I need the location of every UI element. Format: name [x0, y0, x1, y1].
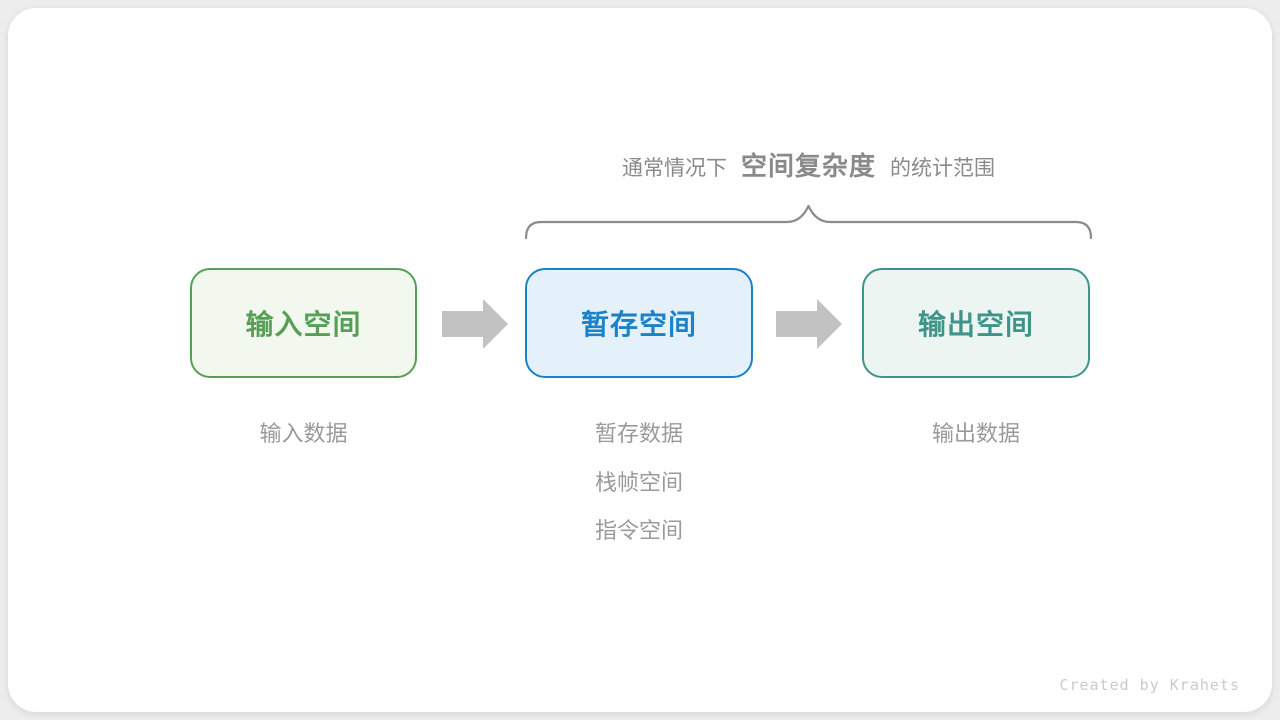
right-arrow-icon — [776, 299, 842, 349]
input-space-sublabels: 输入数据 — [190, 410, 417, 459]
annotation-prefix: 通常情况下 — [621, 157, 727, 180]
sub-label: 暂存数据 — [594, 421, 683, 446]
right-arrow-shape — [442, 299, 508, 349]
annotation-highlight: 空间复杂度 — [740, 151, 876, 181]
sub-label: 指令空间 — [594, 518, 683, 543]
temporary-space-sublabels: 暂存数据 栈帧空间 指令空间 — [525, 410, 753, 556]
curly-brace-icon — [525, 204, 1092, 240]
input-space-label: 输入空间 — [245, 309, 362, 340]
input-space-box: 输入空间 — [190, 268, 417, 378]
sub-label: 输出数据 — [931, 421, 1020, 446]
sub-label: 栈帧空间 — [594, 469, 683, 495]
output-space-sublabels: 输出数据 — [862, 410, 1090, 459]
curly-brace-path — [525, 204, 1092, 240]
temporary-space-box: 暂存空间 — [525, 268, 753, 378]
output-space-label: 输出空间 — [917, 309, 1034, 340]
credit-text: Created by Krahets — [1059, 676, 1240, 694]
right-arrow-icon — [442, 299, 508, 349]
annotation-title: 通常情况下 空间复杂度 的统计范围 — [525, 146, 1092, 190]
annotation-suffix: 的统计范围 — [890, 157, 995, 180]
right-arrow-shape — [776, 299, 842, 349]
output-space-box: 输出空间 — [862, 268, 1090, 378]
diagram-card: 通常情况下 空间复杂度 的统计范围 输入空间 暂存空间 输出空间 输入数据 暂存… — [8, 8, 1272, 712]
sub-label: 输入数据 — [259, 421, 348, 446]
temporary-space-label: 暂存空间 — [580, 309, 697, 340]
